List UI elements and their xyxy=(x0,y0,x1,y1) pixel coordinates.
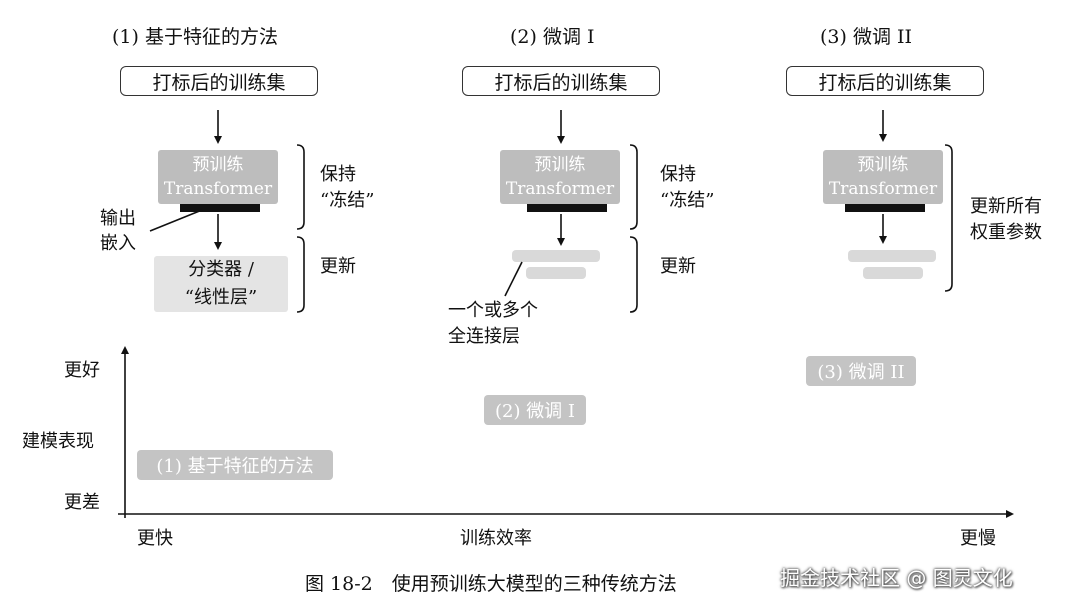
method-2-embedding-bar xyxy=(527,204,607,212)
x-axis-left-label: 更快 xyxy=(137,528,173,549)
chart-point-feature-based: (1) 基于特征的方法 xyxy=(137,450,333,480)
method-1-embedding-bar xyxy=(180,204,260,212)
y-axis-bottom-label: 更差 xyxy=(64,492,100,513)
method-2-fc-pointer xyxy=(504,261,523,297)
method-1-output-embedding-label: 输出 嵌入 xyxy=(100,206,136,256)
model-label-line1: 预训练 xyxy=(192,155,244,175)
method-1-update-label: 更新 xyxy=(320,256,356,277)
method-3-update-all-label: 更新所有 权重参数 xyxy=(970,194,1042,246)
method-3-embedding-bar xyxy=(845,204,925,212)
dataset-label: 打标后的训练集 xyxy=(494,71,628,94)
method-2-fc-layer-2 xyxy=(526,267,586,279)
update-all-line1: 更新所有 xyxy=(970,196,1042,217)
method-2-update-label: 更新 xyxy=(660,256,696,277)
method-1-pretrained-transformer: 预训练 Transformer xyxy=(158,150,278,204)
method-3-dataset-box: 打标后的训练集 xyxy=(786,66,984,96)
method-1-embedding-pointer xyxy=(149,209,203,232)
y-axis-top-label: 更好 xyxy=(64,360,100,381)
method-3-pretrained-transformer: 预训练 Transformer xyxy=(823,150,943,204)
method-2-frozen-bracket xyxy=(629,144,638,230)
method-3-fc-layer-2 xyxy=(863,267,923,279)
method-2-fc-layer-1 xyxy=(512,250,600,262)
classifier-label-line2: “线性层” xyxy=(184,287,258,308)
method-3-update-all-bracket xyxy=(944,144,953,292)
x-axis-right-label: 更慢 xyxy=(960,528,996,549)
update-all-line2: 权重参数 xyxy=(970,222,1042,243)
model-label-line2: Transformer xyxy=(828,179,938,199)
method-1-frozen-bracket xyxy=(296,144,305,230)
method-2-dataset-box: 打标后的训练集 xyxy=(462,66,660,96)
dataset-label: 打标后的训练集 xyxy=(152,71,286,94)
embedding-label-line2: 嵌入 xyxy=(100,233,136,254)
frozen-label-line1: 保持 xyxy=(660,164,696,185)
classifier-label-line1: 分类器 / xyxy=(188,259,254,280)
chart-point-finetune-1: (2) 微调 I xyxy=(484,395,586,425)
method-1-update-bracket xyxy=(296,236,305,313)
fc-label-line2: 全连接层 xyxy=(448,326,520,347)
model-label-line2: Transformer xyxy=(505,179,615,199)
frozen-label-line2: “冻结” xyxy=(660,190,715,211)
y-axis-label: 建模表现 xyxy=(22,431,94,452)
method-3-title: (3) 微调 II xyxy=(820,26,913,48)
method-2-update-bracket xyxy=(629,236,638,313)
dataset-label: 打标后的训练集 xyxy=(818,71,952,94)
figure-caption: 图 18-2 使用预训练大模型的三种传统方法 xyxy=(305,573,677,595)
embedding-label-line1: 输出 xyxy=(100,208,136,229)
method-1-dataset-box: 打标后的训练集 xyxy=(120,66,318,96)
chart-point-finetune-2: (3) 微调 II xyxy=(806,356,916,386)
method-1-title: (1) 基于特征的方法 xyxy=(112,26,278,48)
model-label-line2: Transformer xyxy=(163,179,273,199)
method-3-fc-layer-1 xyxy=(848,250,936,262)
watermark: 掘金技术社区 @ 图灵文化 xyxy=(780,566,1013,590)
method-2-fc-label: 一个或多个 全连接层 xyxy=(448,298,538,350)
method-1-classifier-box: 分类器 / “线性层” xyxy=(154,256,288,312)
model-label-line1: 预训练 xyxy=(857,155,909,175)
method-2-frozen-label: 保持 “冻结” xyxy=(660,162,714,214)
x-axis-label: 训练效率 xyxy=(460,528,532,549)
method-2-title: (2) 微调 I xyxy=(510,26,595,48)
frozen-label-line1: 保持 xyxy=(320,164,356,185)
method-1-frozen-label: 保持 “冻结” xyxy=(320,162,374,214)
model-label-line1: 预训练 xyxy=(534,155,586,175)
method-2-pretrained-transformer: 预训练 Transformer xyxy=(500,150,620,204)
frozen-label-line2: “冻结” xyxy=(320,190,375,211)
fc-label-line1: 一个或多个 xyxy=(448,300,538,321)
